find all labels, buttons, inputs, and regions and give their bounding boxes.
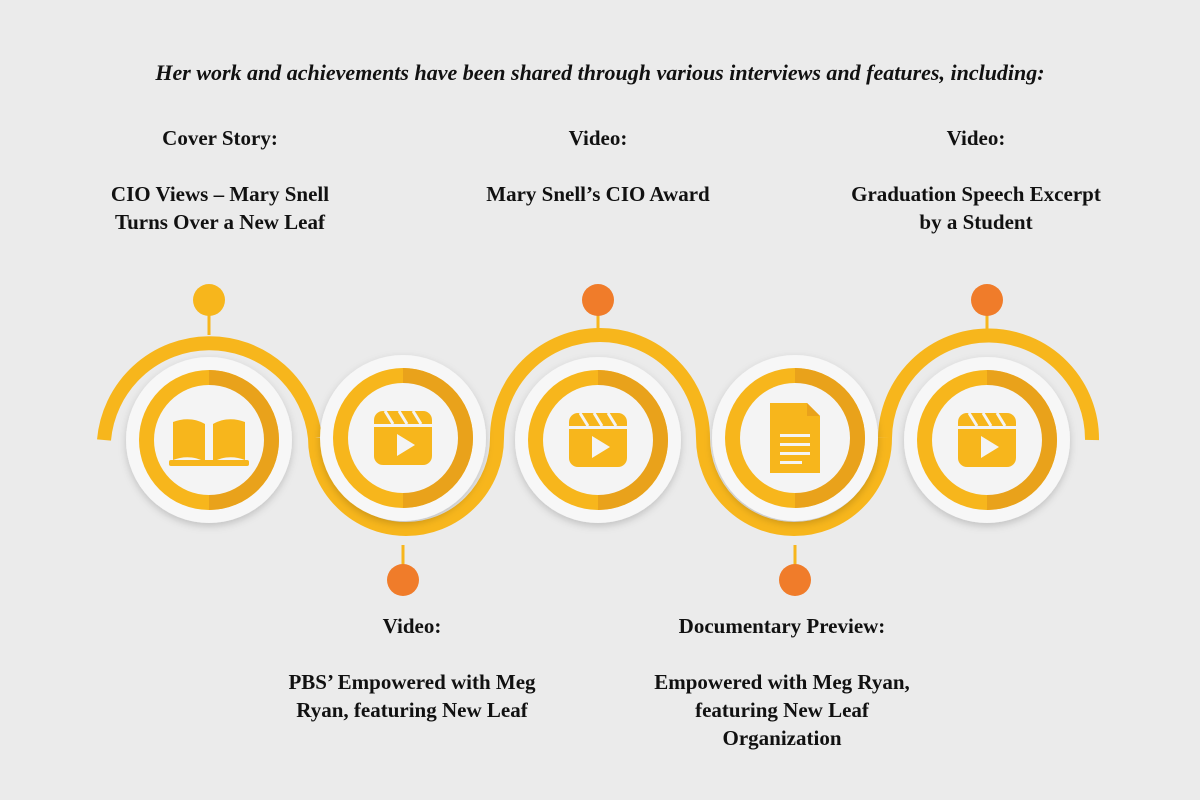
item-title: Video: [568,126,628,150]
connectors [193,284,1003,596]
item-title: Cover Story: [162,126,278,150]
item-description: Graduation Speech Excerpt by a Student [851,182,1101,234]
document-icon [770,403,820,473]
node-3 [515,357,681,523]
node-5 [904,357,1070,523]
video-icon [374,410,432,465]
wave-ribbon [97,328,1100,536]
node-1 [126,357,292,523]
marker-dot [779,564,811,596]
node-2 [320,355,486,521]
book-icon [169,419,249,466]
item-label-4: Documentary Preview: Empowered with Meg … [652,612,912,752]
video-icon [958,412,1016,467]
item-description: Empowered with Meg Ryan, featuring New L… [654,670,910,750]
item-description: Mary Snell’s CIO Award [486,182,710,206]
node-4 [712,355,878,521]
marker-dot [582,284,614,316]
marker-dot [387,564,419,596]
item-label-1: Cover Story: CIO Views – Mary Snell Turn… [90,124,350,236]
item-description: CIO Views – Mary Snell Turns Over a New … [110,182,330,234]
item-title: Video: [382,614,442,638]
marker-dot [193,284,225,316]
item-label-5: Video: Graduation Speech Excerpt by a St… [846,124,1106,236]
item-description: PBS’ Empowered with Meg Ryan, featuring … [288,670,536,722]
video-icon [569,412,627,467]
item-title: Video: [946,126,1006,150]
item-label-2: Video: PBS’ Empowered with Meg Ryan, fea… [282,612,542,724]
marker-dot [971,284,1003,316]
item-title: Documentary Preview: [678,614,886,638]
item-label-3: Video: Mary Snell’s CIO Award [468,124,728,208]
page-heading: Her work and achievements have been shar… [155,60,1045,85]
